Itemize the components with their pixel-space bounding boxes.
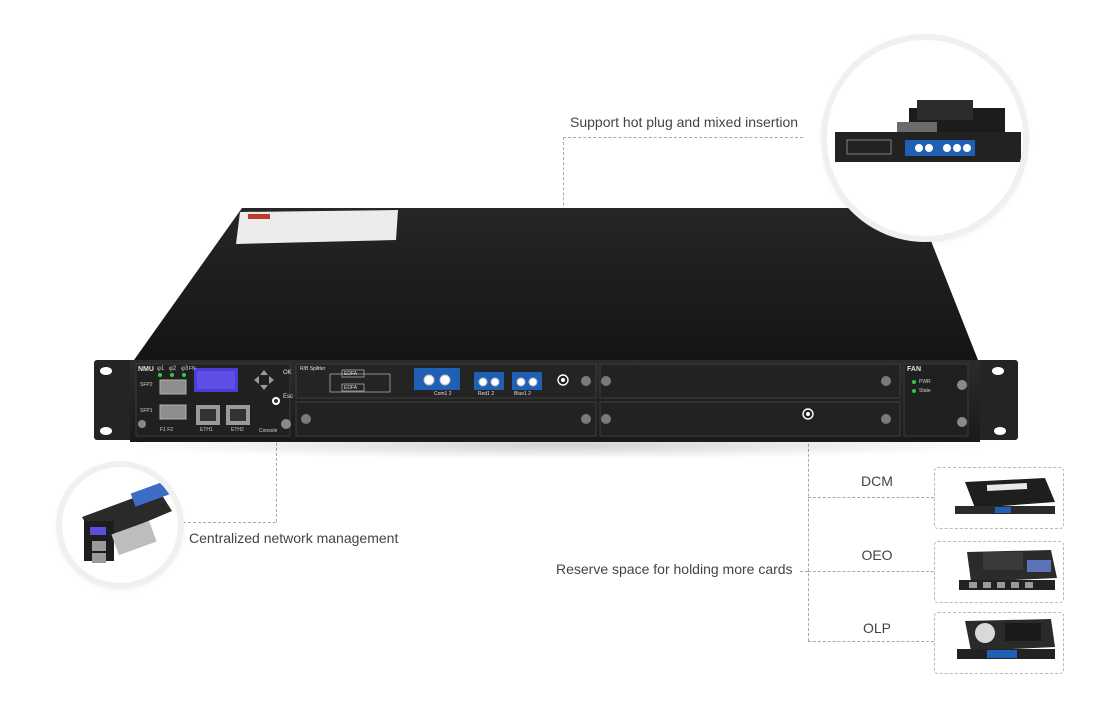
port-label-blue: Blue1 2 xyxy=(514,391,531,397)
thumbnail-oeo-card xyxy=(934,541,1064,603)
callout-network-management: Centralized network management xyxy=(189,530,399,546)
edfa-label-1: EDFA xyxy=(344,371,358,377)
fan-pwr-label: PWR xyxy=(919,379,931,385)
callout-line-hot-plug-h xyxy=(563,137,803,138)
card-label-oeo: OEO xyxy=(861,547,893,563)
callout-line-nmu-v xyxy=(276,402,277,522)
led-label-2: φ2 xyxy=(169,366,177,372)
callout-line-nmu-h xyxy=(178,522,276,523)
ok-label: OK xyxy=(283,370,292,376)
sfp1-label: SFP1 xyxy=(140,408,153,414)
callout-line-reserve-v xyxy=(808,414,809,641)
nmu-label: NMU xyxy=(138,366,154,373)
port-label-red: Red1 2 xyxy=(478,391,495,397)
zoom-circle-nmu-card xyxy=(62,467,178,583)
callout-reserve-space: Reserve space for holding more cards xyxy=(556,561,793,577)
callout-line-dcm xyxy=(808,497,934,498)
eth1-label: ETH1 xyxy=(200,427,213,433)
f-button-labels: F1 F2 xyxy=(160,427,174,433)
callout-line-oeo xyxy=(808,571,934,572)
card-label-dcm: DCM xyxy=(861,473,893,489)
eth2-label: ETH2 xyxy=(231,427,244,433)
callout-line-olp xyxy=(808,641,934,642)
sfp2-label: SFP2 xyxy=(140,382,153,388)
thumbnail-olp-card xyxy=(934,612,1064,674)
port-label-com: Com1 2 xyxy=(434,391,452,397)
fan-title: FAN xyxy=(907,366,921,373)
card-label-olp: OLP xyxy=(862,620,891,636)
thumbnail-dcm-card xyxy=(934,467,1064,529)
led-label-3: φ3 xyxy=(181,366,189,372)
splitter-title: R/B Splitter xyxy=(300,366,326,372)
console-label: Console xyxy=(259,428,278,434)
rack-chassis xyxy=(94,208,1018,459)
esc-label: Esc xyxy=(283,394,294,400)
zoom-circle-hot-plug-card xyxy=(827,40,1023,236)
edfa-label-2: EDFA xyxy=(344,385,358,391)
led-label-1: φ1 xyxy=(157,366,165,372)
callout-hot-plug: Support hot plug and mixed insertion xyxy=(570,114,799,130)
led-label-suffix: FN xyxy=(189,366,196,372)
fan-state-label: State xyxy=(919,388,931,394)
callout-line-reserve-h xyxy=(800,571,808,572)
